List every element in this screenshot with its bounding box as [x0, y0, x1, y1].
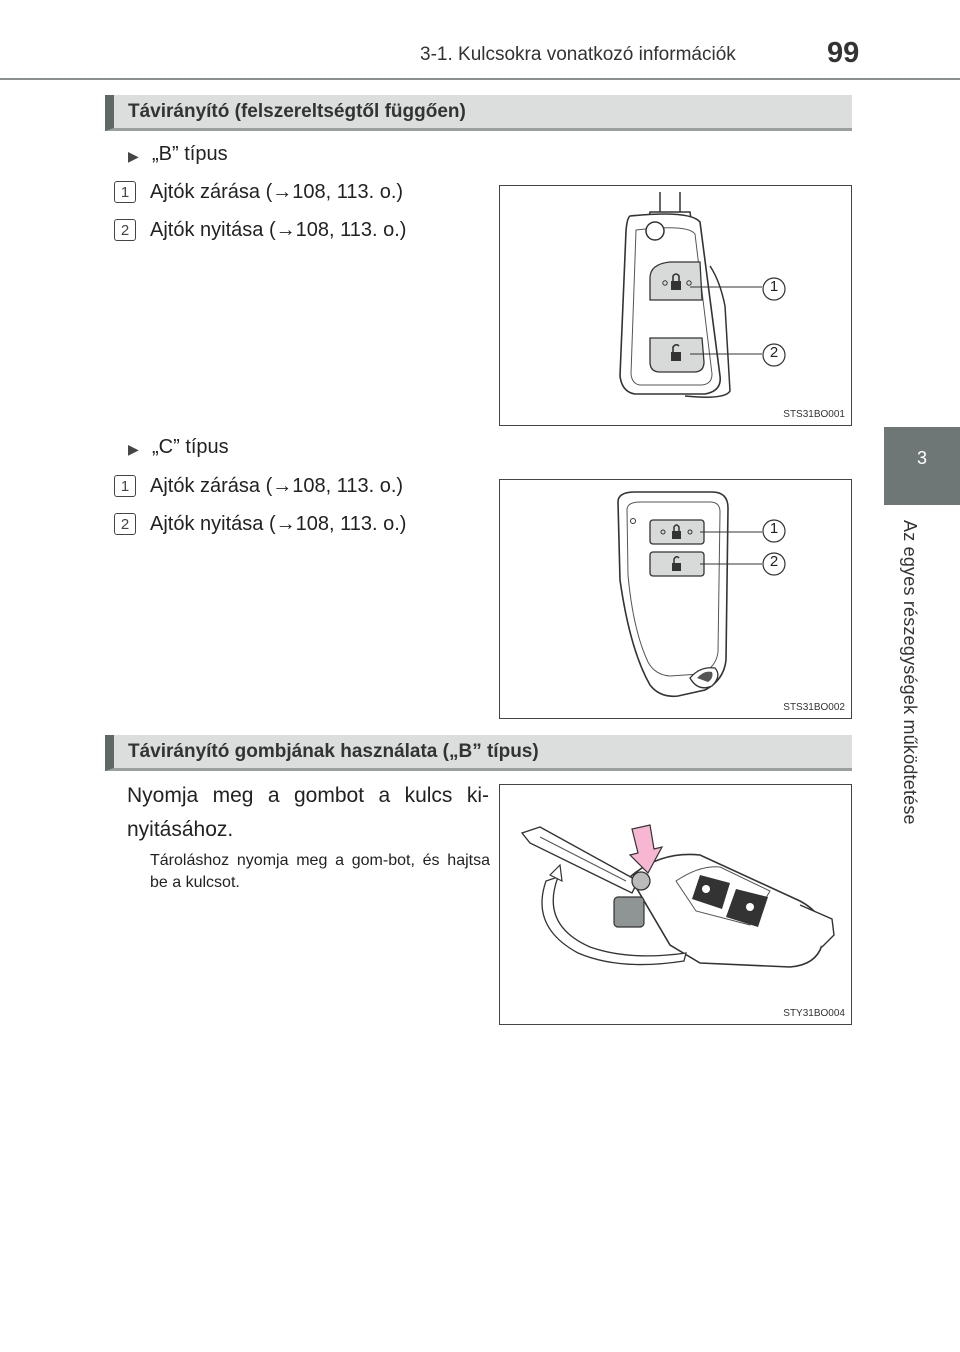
callout-1: 1: [769, 278, 779, 295]
type-c-item-lock: Ajtók zárása (→108, 113. o.): [150, 475, 404, 497]
figure-key-fold: STY31BO004: [499, 784, 852, 1025]
bullet-triangle-icon: ▶: [128, 441, 139, 457]
key-fold-illustration: [520, 824, 835, 968]
item-number-badge: 2: [114, 513, 136, 535]
bullet-triangle-icon: ▶: [128, 148, 139, 164]
figure-code: STS31BO002: [783, 702, 845, 713]
item-number-badge: 1: [114, 181, 136, 203]
callout-2: 2: [769, 553, 779, 570]
section-heading-text: Távirányító gombjának használata („B” tí…: [128, 741, 539, 762]
chapter-tab-text: Az egyes részegységek működtetése: [900, 520, 920, 825]
instruction-paragraph: Nyomja meg a gombot a kulcs ki-nyitásáho…: [127, 784, 489, 841]
type-c-remote-illustration: [617, 491, 786, 698]
running-header-title: 3-1. Kulcsokra vonatkozó információk: [420, 44, 736, 65]
chapter-tab: [884, 427, 960, 505]
type-b-remote-illustration: [619, 192, 786, 398]
figure-code: STY31BO004: [783, 1008, 845, 1019]
type-b-item-lock: Ajtók zárása (→108, 113. o.): [150, 181, 404, 203]
storage-note: Tároláshoz nyomja meg a gom-bot, és hajt…: [150, 852, 490, 891]
figure-code: STS31BO001: [783, 409, 845, 420]
type-b-label: „B” típus: [152, 143, 228, 165]
callout-1: 1: [769, 520, 779, 537]
type-b-item-unlock: Ajtók nyitása (→108, 113. o.): [150, 219, 407, 241]
type-c-label: „C” típus: [152, 436, 229, 458]
page-number: 99: [827, 37, 860, 69]
item-number-badge: 1: [114, 475, 136, 497]
header-rule: [0, 78, 960, 80]
section-heading-remote: Távirányító (felszereltségtől függően): [105, 95, 852, 131]
type-c-item-unlock: Ajtók nyitása (→108, 113. o.): [150, 513, 407, 535]
chapter-tab-number: 3: [916, 448, 927, 468]
item-number-badge: 2: [114, 219, 136, 241]
section-heading-button-use: Távirányító gombjának használata („B” tí…: [105, 735, 852, 771]
section-heading-text: Távirányító (felszereltségtől függően): [128, 101, 466, 122]
callout-2: 2: [769, 344, 779, 361]
figure-type-b: 1 2 STS31BO001: [499, 185, 852, 426]
figure-type-c: 1 2 STS31BO002: [499, 479, 852, 719]
